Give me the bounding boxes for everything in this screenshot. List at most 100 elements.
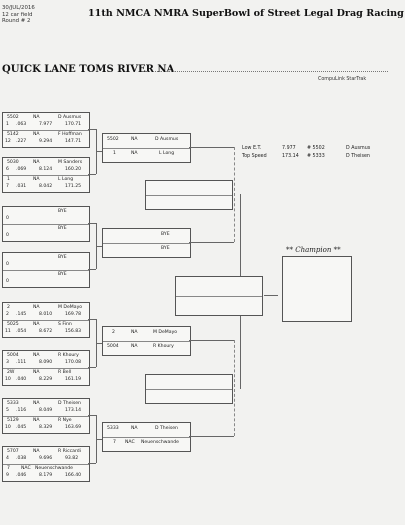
race-date: 30/JUL/2016 <box>2 5 35 11</box>
r1m7-b-driver: R Nye <box>58 418 72 423</box>
r1m7-b-rt: .045 <box>16 425 27 430</box>
r1m6-b-rt: .040 <box>16 377 27 382</box>
r1m2-a-rt: .069 <box>16 167 27 172</box>
r1m6-a-lane: 3 <box>6 360 9 365</box>
r2m3-a-car: 2 <box>112 330 115 335</box>
r1m2-b-class: NA <box>33 177 40 182</box>
r2m1-a-class: NA <box>131 137 138 142</box>
r1m3-b-lane: 0 <box>6 233 9 238</box>
r1m2-a-class: NA <box>33 160 40 165</box>
r1m2-a-mph: 160.20 <box>65 167 82 172</box>
r2m2-b-driver: BYE <box>161 246 170 251</box>
r1m6-a-rt: .111 <box>16 360 27 365</box>
r1m5-a-car: 2 <box>7 305 10 310</box>
r1m5-b-class: NA <box>33 322 40 327</box>
r1-match-8: 5707 NA R Riccardi 4 .038 9.696 93.82 7 … <box>2 446 90 482</box>
r1m4-a-driver: BYE <box>58 255 67 260</box>
event-title: 11th NMCA NMRA SuperBowl of Street Legal… <box>88 8 404 19</box>
r2m4-a-driver: D Theisen <box>155 426 178 431</box>
r1m7-a-car: 5333 <box>7 401 19 406</box>
r1m8-a-car: 5707 <box>7 449 19 454</box>
r1m2-b-lane: 7 <box>6 184 9 189</box>
r2m3-b-car: 5004 <box>107 344 119 349</box>
r1m7-a-class: NA <box>33 401 40 406</box>
r1m5-b-driver: S Finn <box>58 322 72 327</box>
r1m8-a-mph: 93.82 <box>65 456 79 461</box>
r1m7-a-driver: D Theisen <box>58 401 81 406</box>
r1m1-b-driver: F Hoffman <box>58 132 82 137</box>
r1m5-b-et: 8.672 <box>39 329 53 334</box>
r1m8-b-driver: Neuenschwande <box>35 466 73 471</box>
champion-label: ** Champion ** <box>286 246 341 254</box>
r1m7-b-lane: 10 <box>5 425 11 430</box>
r1m6-b-driver: R Bell <box>58 370 72 375</box>
r2m3-b-class: NA <box>131 344 138 349</box>
r2m3-a-driver: M DeMayo <box>153 330 178 335</box>
semifinal-top <box>145 180 233 210</box>
semifinal-bottom <box>145 374 233 404</box>
champion-box <box>282 256 352 322</box>
r1m1-b-lane: 12 <box>5 139 11 144</box>
r1m7-b-car: 5129 <box>7 418 19 423</box>
r1m5-a-et: 8.010 <box>39 312 53 317</box>
r1m3-a-driver: BYE <box>58 209 67 214</box>
track-class-title: QUICK LANE TOMS RIVER NA <box>2 64 175 75</box>
round-number: Round # 2 <box>2 18 31 24</box>
r1m1-a-driver: D Ausmus <box>58 115 82 120</box>
r1m6-a-class: NA <box>33 353 40 358</box>
r1m8-b-class: NAC <box>21 466 31 471</box>
r1m8-b-mph: 166.40 <box>65 473 82 478</box>
r1m5-a-class: NA <box>33 305 40 310</box>
low-et-value: 7.977 <box>282 146 296 151</box>
r1m1-a-mph: 170.71 <box>65 122 82 127</box>
r1m1-a-class: NA <box>33 115 40 120</box>
r1m4-b-lane: 0 <box>6 279 9 284</box>
r2-match-2: BYE BYE <box>102 228 191 258</box>
r1m2-a-lane: 6 <box>6 167 9 172</box>
r2m1-b-class: NA <box>131 151 138 156</box>
r2-match-3: 2 NA M DeMayo 5004 NA R Khoury <box>102 326 191 356</box>
r1m3-a-lane: 0 <box>6 216 9 221</box>
low-et-label: Low E.T. <box>242 146 262 151</box>
r1m8-a-driver: R Riccardi <box>58 449 81 454</box>
r1m5-a-mph: 169.78 <box>65 312 82 317</box>
r1m2-b-driver: L Long <box>58 177 74 182</box>
r1m8-a-class: NA <box>33 449 40 454</box>
r1m2-b-et: 8.042 <box>39 184 53 189</box>
r1m1-b-car: 5142 <box>7 132 19 137</box>
r1-match-1: 5502 NA D Ausmus 1 .063 7.977 170.71 514… <box>2 112 90 148</box>
top-speed-driver: D Theisen <box>346 154 370 159</box>
r2m2-a-driver: BYE <box>161 232 170 237</box>
r1m5-b-mph: 156.83 <box>65 329 82 334</box>
r2m4-b-car: 7 <box>113 440 116 445</box>
r1m6-a-car: 5004 <box>7 353 19 358</box>
r1m8-b-rt: .046 <box>16 473 27 478</box>
r2m1-a-car: 5502 <box>107 137 119 142</box>
timer-brand: CompuLink StarTrak <box>318 77 367 82</box>
top-speed-value: 173.14 <box>282 154 299 159</box>
low-et-driver: D Ausmus <box>346 146 371 151</box>
r1m5-a-driver: M DeMayo <box>58 305 83 310</box>
r1m5-a-rt: .145 <box>16 312 27 317</box>
r1m6-b-car: 2W <box>7 370 15 375</box>
r1m8-a-et: 9.696 <box>39 456 53 461</box>
r1-match-4: BYE 0 BYE 0 <box>2 252 90 288</box>
r1m7-b-mph: 163.69 <box>65 425 82 430</box>
r2m1-b-car: 1 <box>113 151 116 156</box>
r2m1-b-driver: L Long <box>159 151 175 156</box>
r1m1-b-et: 9.294 <box>39 139 53 144</box>
r1m5-a-lane: 2 <box>6 312 9 317</box>
final-match <box>175 276 263 316</box>
r2m4-a-class: NA <box>131 426 138 431</box>
r1m4-b-driver: BYE <box>58 272 67 277</box>
r1m6-a-driver: R Khoury <box>58 353 79 358</box>
r1m8-b-et: 8.179 <box>39 473 53 478</box>
r1m5-b-rt: .054 <box>16 329 27 334</box>
low-et-car: # 5502 <box>307 146 325 151</box>
r1m1-a-rt: .063 <box>16 122 27 127</box>
r1m1-b-mph: 147.71 <box>65 139 82 144</box>
r1m6-a-mph: 170.08 <box>65 360 82 365</box>
top-speed-label: Top Speed <box>242 154 267 159</box>
r1m5-b-lane: 11 <box>5 329 11 334</box>
field-size: 12 car field <box>2 12 33 18</box>
